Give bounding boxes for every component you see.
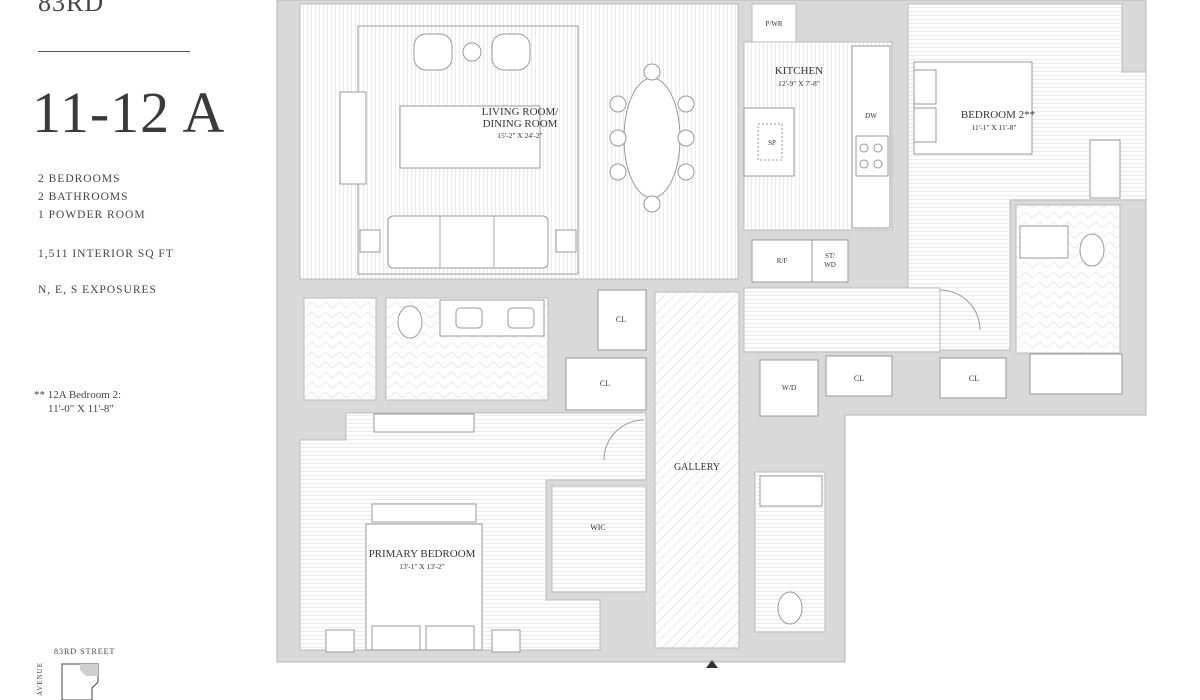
- keymap-street-label: 83RD STREET: [54, 647, 116, 656]
- wic-label: WIC: [590, 523, 606, 532]
- wic-floor: [551, 485, 647, 593]
- primary-bedroom-label: PRIMARY BEDROOM: [369, 548, 476, 560]
- spec-area: 1,511 INTERIOR SQ FT: [38, 248, 174, 260]
- spec-powder-room: 1 POWDER ROOM: [38, 209, 146, 221]
- dishwasher-label: DW: [865, 112, 877, 120]
- spec-exposures: N, E, S EXPOSURES: [38, 284, 157, 296]
- sink-prep-label: SP: [768, 139, 776, 147]
- footnote-line-2: 11'-0" X 11'-8": [48, 403, 114, 415]
- kitchen-dimensions: 12'-9" X 7'-8": [778, 79, 820, 88]
- closet-label-2: CL: [600, 379, 610, 388]
- bedroom-2-dimensions: 11'-1" X 11'-8": [972, 123, 1017, 132]
- closet-label-4: CL: [969, 374, 979, 383]
- washer-dryer-label: W/D: [782, 383, 797, 392]
- entry-arrow-icon: [706, 660, 718, 668]
- building-name: 83RD: [38, 0, 105, 17]
- closet-label-1: CL: [616, 315, 626, 324]
- unit-title: 11-12 A: [32, 80, 226, 145]
- living-room-label: LIVING ROOM/: [482, 106, 560, 118]
- primary-bedroom-dimensions: 13'-1" X 13'-2": [399, 562, 445, 571]
- closet-label-3: CL: [854, 374, 864, 383]
- refrigerator-label: R/F: [777, 257, 788, 265]
- dining-room-label: DINING ROOM: [483, 118, 558, 130]
- keymap-icon: [61, 663, 99, 700]
- powder-room-floor: [751, 3, 797, 43]
- living-room-dimensions: 15'-2" X 24'-2": [497, 131, 543, 140]
- storage-wd-label: WD: [824, 261, 836, 269]
- title-divider: [38, 51, 190, 52]
- storage-label: ST/: [825, 252, 835, 260]
- hall-floor: [743, 287, 941, 353]
- powder-room-label: P/WR: [765, 20, 782, 28]
- gallery-label: GALLERY: [674, 462, 720, 473]
- spec-bedrooms: 2 BEDROOMS: [38, 173, 121, 185]
- kitchen-label: KITCHEN: [775, 65, 823, 77]
- shower-floor: [303, 297, 377, 401]
- bedroom-2-label: BEDROOM 2**: [961, 109, 1035, 121]
- gallery-floor: [654, 291, 740, 649]
- footnote-line-1: ** 12A Bedroom 2:: [34, 389, 122, 401]
- spec-bathrooms: 2 BATHROOMS: [38, 191, 129, 203]
